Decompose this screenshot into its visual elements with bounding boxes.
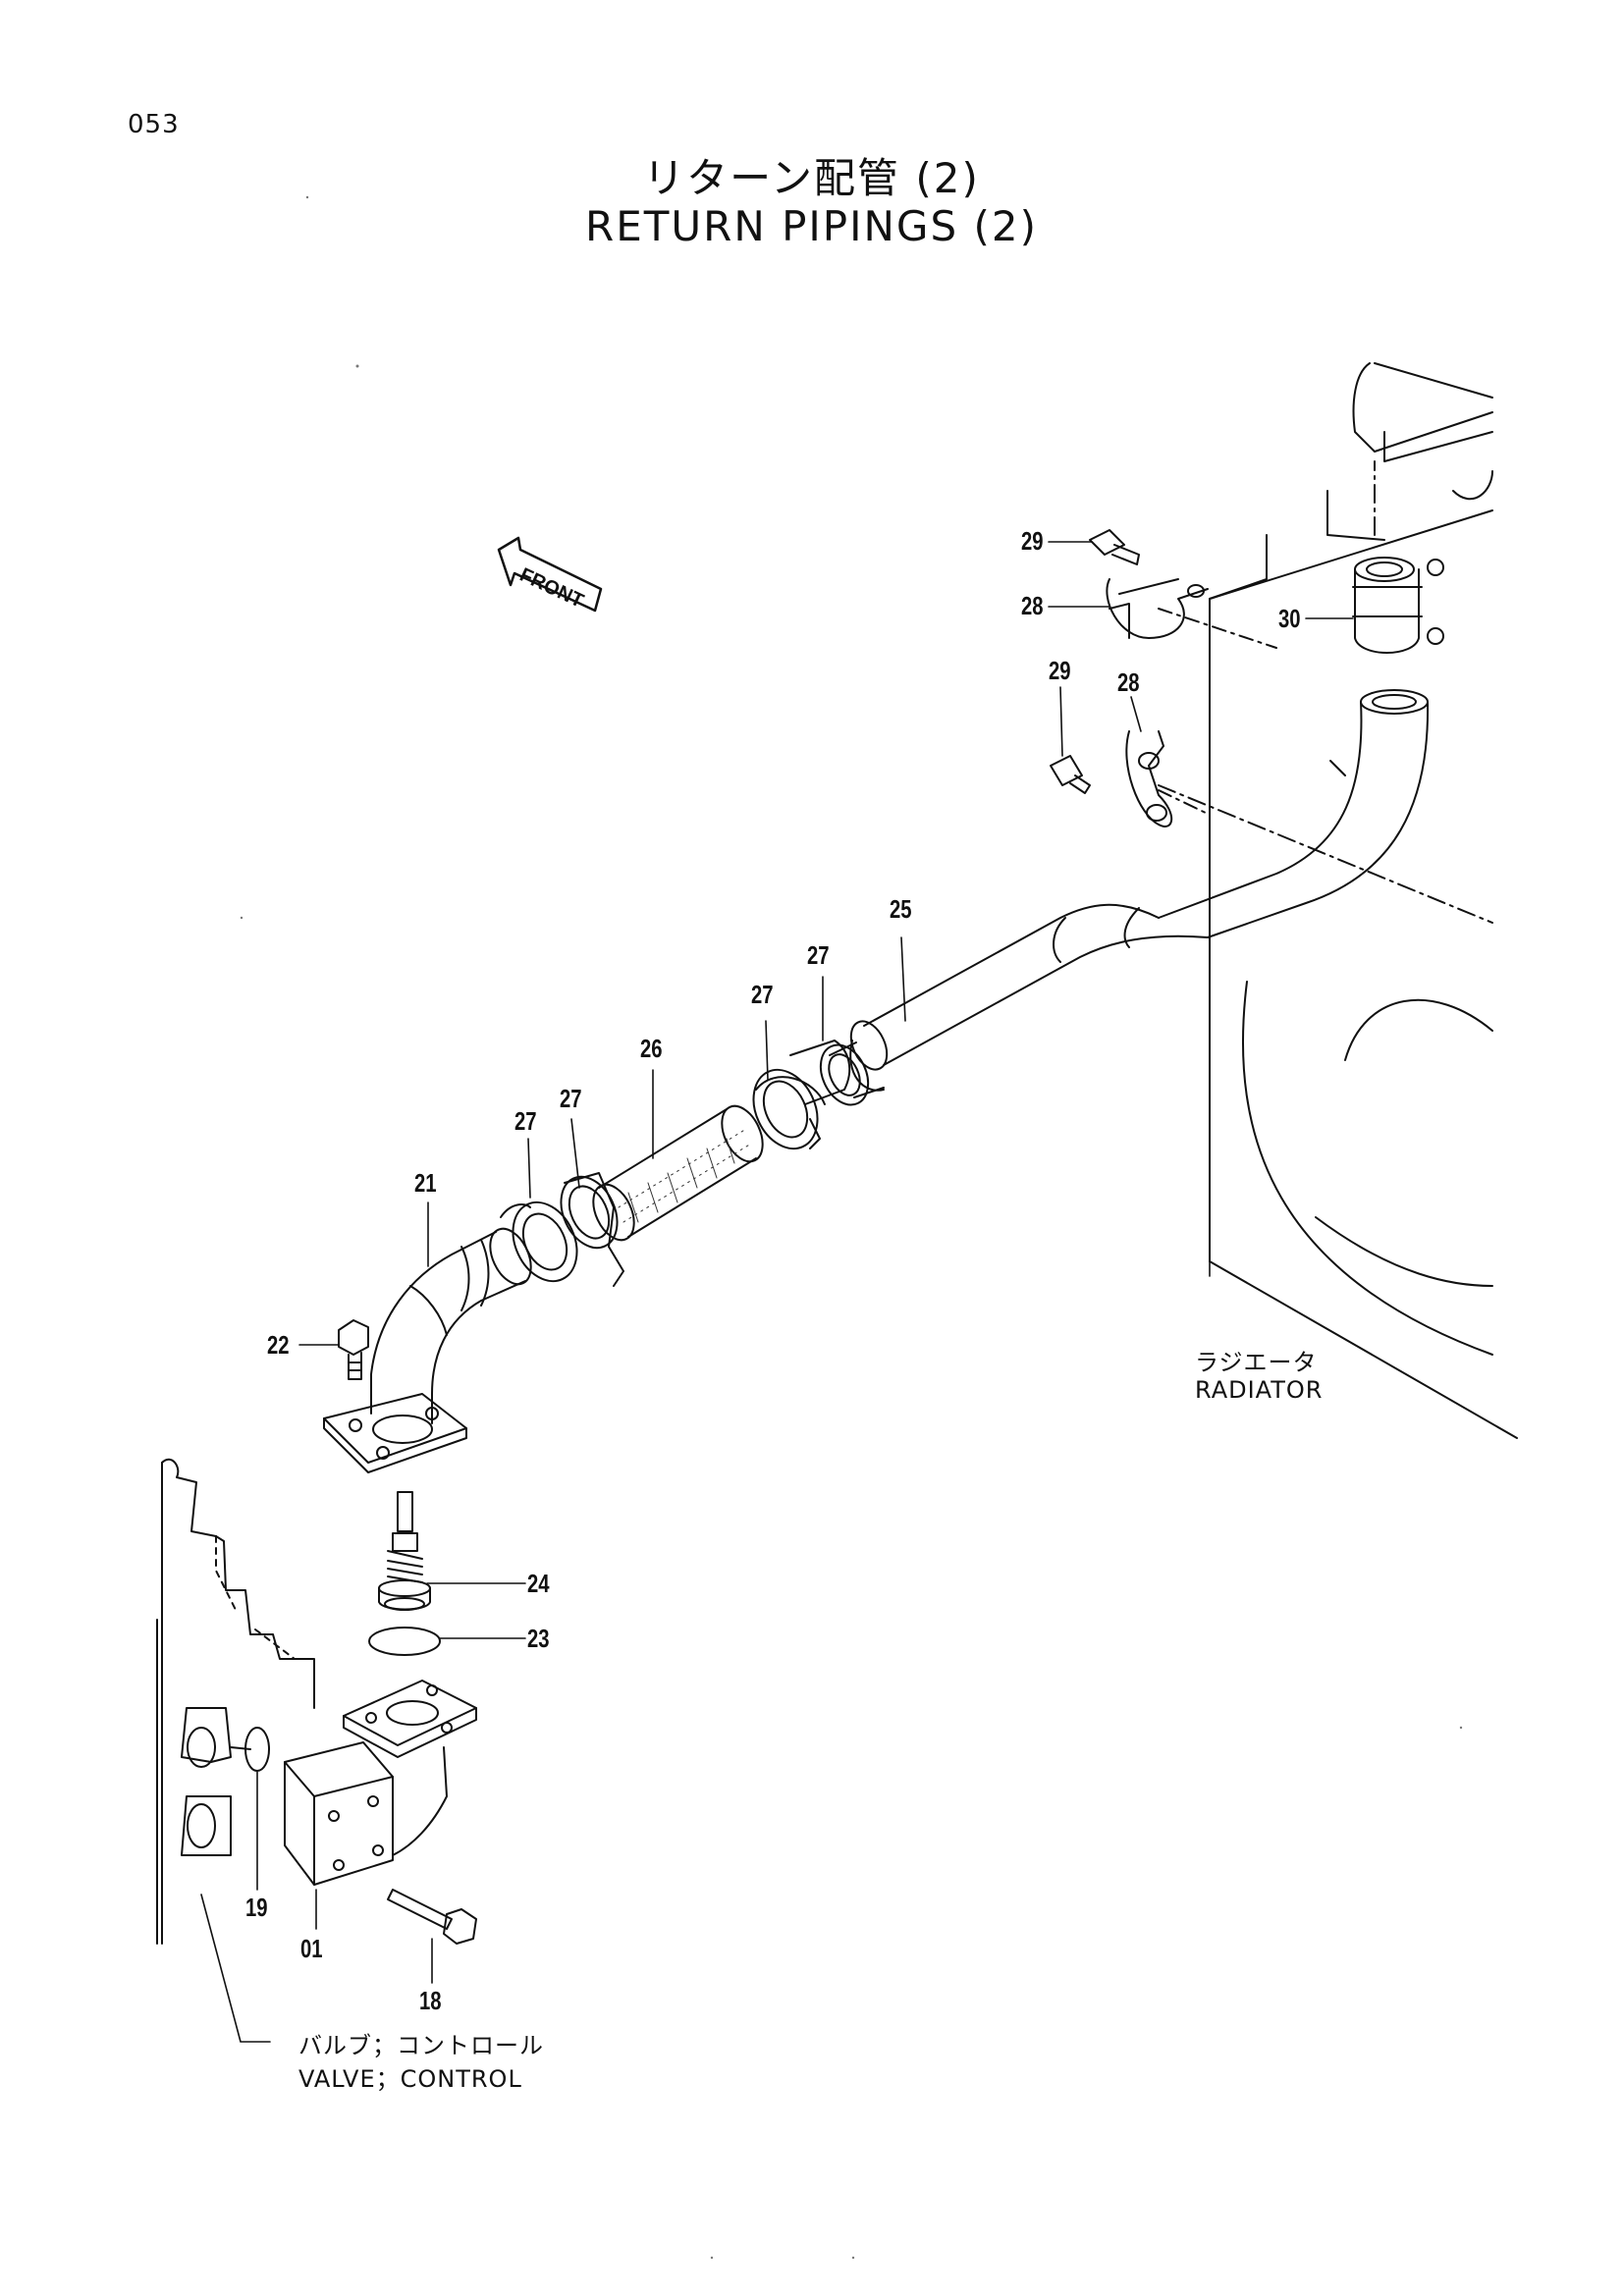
part-27-clamp-upper-left — [741, 1059, 830, 1158]
front-label: FRONT — [516, 564, 587, 613]
part-27-clamp-lower-left — [501, 1192, 589, 1291]
control-valve-body — [157, 1460, 314, 1944]
callout-23: 23 — [527, 1624, 550, 1653]
valve-label-english: VALVE；CONTROL — [298, 2065, 522, 2093]
callout-01: 01 — [300, 1934, 323, 1963]
part-24-valve — [379, 1492, 430, 1610]
part-27-clamp-lower-right — [550, 1168, 627, 1286]
callout-30: 30 — [1278, 604, 1301, 633]
title-english: RETURN PIPINGS (2) — [585, 202, 1038, 250]
part-28-clamp-lower — [1126, 731, 1171, 827]
front-arrow-icon: FRONT — [499, 538, 601, 613]
part-01-block — [285, 1742, 393, 1885]
part-23-o-ring — [369, 1628, 440, 1655]
radiator-label-english: RADIATOR — [1195, 1376, 1324, 1404]
part-26-hose — [585, 1099, 771, 1247]
callout-28-lower: 28 — [1117, 667, 1140, 697]
page-number: 053 — [128, 110, 180, 139]
callout-27-d: 27 — [514, 1106, 537, 1136]
leader-lines — [201, 542, 1353, 2042]
callout-27-c: 27 — [560, 1084, 582, 1113]
part-29-bolt-lower — [1051, 756, 1090, 793]
part-21-elbow-pipe — [324, 1222, 539, 1472]
title-japanese: リターン配管 (2) — [643, 154, 980, 202]
callout-27-a: 27 — [807, 940, 830, 970]
callout-28-upper: 28 — [1021, 591, 1044, 620]
callout-27-b: 27 — [751, 980, 774, 1009]
valve-flange — [344, 1681, 476, 1855]
part-28-clamp-upper — [1107, 579, 1208, 638]
callout-25: 25 — [890, 894, 912, 924]
callout-21: 21 — [414, 1168, 437, 1198]
callout-22: 22 — [267, 1330, 290, 1360]
scan-speckles — [240, 195, 1463, 2260]
callout-24: 24 — [527, 1569, 550, 1598]
callout-19: 19 — [245, 1893, 268, 1922]
callout-26: 26 — [640, 1034, 663, 1063]
radiator-outline — [1159, 363, 1517, 1438]
part-22-bolt — [339, 1320, 368, 1379]
callout-29-lower: 29 — [1049, 656, 1071, 685]
valve-label-japanese: バルブ；コントロール — [298, 2032, 544, 2059]
callout-18: 18 — [419, 1986, 442, 2015]
part-18-bolt — [388, 1890, 476, 1944]
part-30-hose — [1353, 558, 1443, 653]
callout-29-upper: 29 — [1021, 526, 1044, 556]
part-27-clamp-upper-right — [790, 1038, 877, 1148]
radiator-label-japanese: ラジエータ — [1195, 1349, 1318, 1376]
part-25-pipe — [830, 690, 1428, 1097]
part-29-bolt-upper — [1090, 530, 1139, 564]
